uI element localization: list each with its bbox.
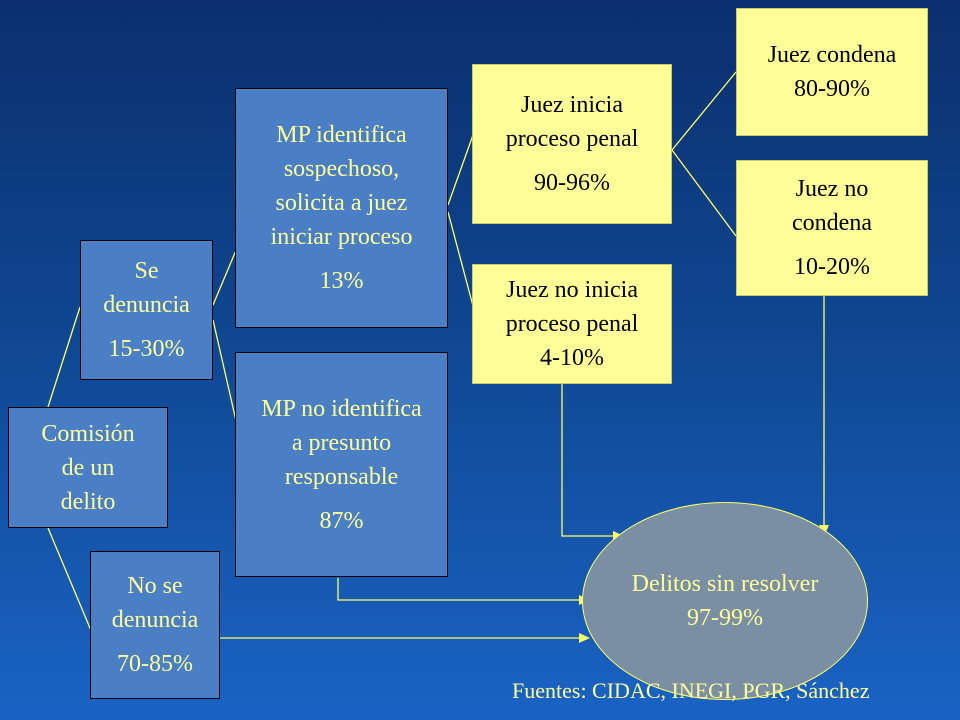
juez-inicia-percentage: 90-96% [534, 170, 610, 196]
connector-mp-juez-no-inicia [447, 211, 474, 307]
comision-line-3: delito [60, 488, 116, 515]
node-juez-no-condena: Juez no condena 10-20% [736, 160, 928, 296]
juez-inicia-line-2: proceso penal [505, 126, 639, 152]
juez-condena-percentage: 80-90% [794, 76, 870, 102]
mp-identifica-line-3: solicita a juez [275, 190, 408, 216]
juez-no-inicia-line-1: Juez no inicia [506, 277, 638, 303]
node-no-se-denuncia: No se denuncia 70-85% [90, 551, 220, 699]
connector-se-denuncia-mp-no-identifica [212, 319, 238, 426]
se-denuncia-line-1: Se [134, 258, 159, 284]
mp-identifica-line-4: iniciar proceso [270, 224, 413, 250]
connector-se-denuncia-mp-identifica [212, 247, 238, 306]
juez-no-condena-line-2: condena [792, 210, 872, 236]
arrowhead-no-se-denuncia [579, 633, 590, 643]
connector-mp-juez-inicia [447, 134, 474, 206]
juez-no-inicia-line-2: proceso penal [505, 311, 639, 337]
connector-comision-no-se-denuncia [47, 527, 96, 641]
connector-comision-se-denuncia [47, 306, 81, 408]
node-juez-inicia: Juez inicia proceso penal 90-96% [472, 64, 672, 224]
node-mp-identifica: MP identifica sospechoso, solicita a jue… [235, 88, 448, 328]
mp-no-identifica-line-2: a presunto [291, 429, 392, 456]
juez-no-inicia-percentage: 4-10% [540, 345, 604, 371]
juez-no-condena-line-1: Juez no [795, 176, 869, 202]
juez-condena-line-1: Juez condena [767, 42, 897, 68]
se-denuncia-percentage: 15-30% [108, 336, 185, 362]
no-se-denuncia-percentage: 70-85% [117, 651, 193, 677]
no-se-denuncia-line-1: No se [127, 573, 183, 599]
node-se-denuncia: Se denuncia 15-30% [80, 240, 213, 380]
se-denuncia-line-2: denuncia [103, 292, 190, 318]
sources-footnote: Fuentes: CIDAC, INEGI, PGR, Sánchez [512, 678, 870, 703]
node-comision-delito: Comisión de un delito [8, 407, 168, 528]
connector-inicia-no-condena [671, 149, 737, 237]
node-juez-no-inicia: Juez no inicia proceso penal 4-10% [472, 264, 672, 384]
mp-identifica-line-1: MP identifica [276, 122, 407, 148]
no-se-denuncia-line-2: denuncia [111, 607, 199, 633]
comision-line-2: de un [61, 454, 115, 481]
juez-no-condena-percentage: 10-20% [794, 254, 870, 280]
node-mp-no-identifica: MP no identifica a presunto responsable … [235, 352, 448, 577]
mp-no-identifica-percentage: 87% [319, 507, 364, 534]
arrow-mp-no-identifica-to-sin-resolver [337, 578, 582, 601]
sin-resolver-percentage: 97-99% [687, 605, 763, 631]
mp-no-identifica-line-3: responsable [284, 463, 399, 490]
connector-inicia-condena [671, 71, 737, 151]
node-delitos-sin-resolver: Delitos sin resolver 97-99% [582, 502, 868, 700]
arrow-juez-no-inicia-to-sin-resolver [561, 383, 617, 537]
sin-resolver-line-1: Delitos sin resolver [631, 571, 819, 597]
mp-identifica-line-2: sospechoso, [283, 156, 400, 182]
mp-identifica-percentage: 13% [319, 268, 364, 294]
node-juez-condena: Juez condena 80-90% [736, 8, 928, 136]
comision-line-1: Comisión [41, 420, 135, 447]
juez-inicia-line-1: Juez inicia [521, 92, 623, 118]
mp-no-identifica-line-1: MP no identifica [261, 395, 422, 422]
